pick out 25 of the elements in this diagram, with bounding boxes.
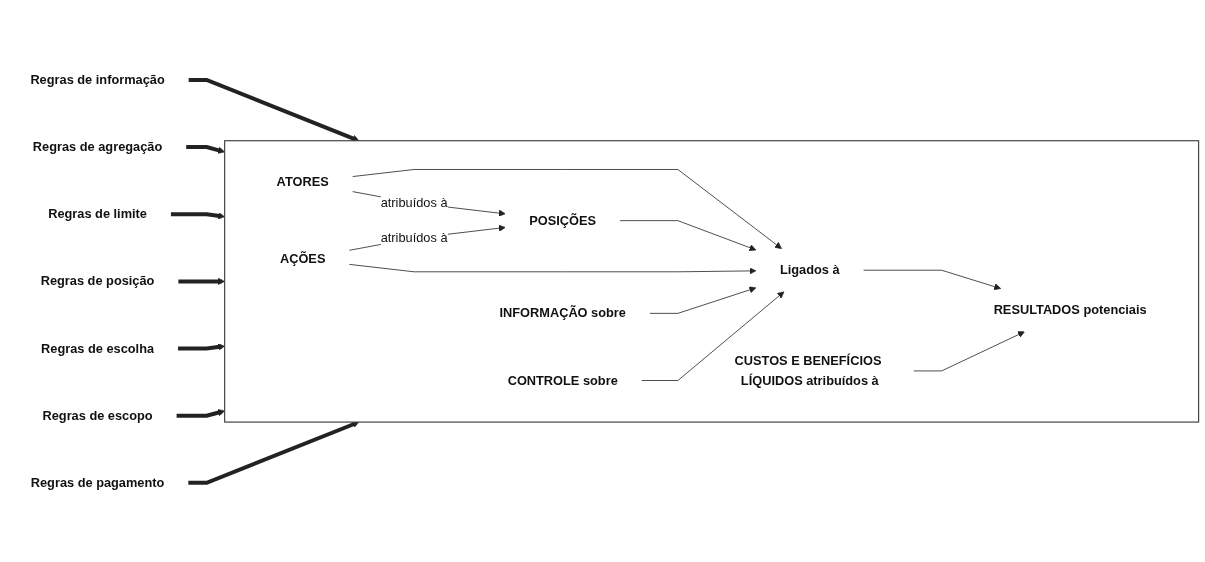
arrow bbox=[188, 77, 360, 142]
node-text: INFORMAÇÃO sobre bbox=[499, 305, 626, 320]
arrow bbox=[186, 144, 225, 154]
node-text: Ligados à bbox=[779, 262, 840, 277]
node-text: Regras de escolha bbox=[41, 340, 155, 355]
node-text: AÇÕES bbox=[279, 251, 326, 266]
node-text: Regras de agregação bbox=[32, 139, 163, 154]
arrow bbox=[178, 343, 225, 351]
edge-label: atribuídos à bbox=[380, 195, 448, 210]
node-text: CUSTOS E BENEFÍCIOS LÍQUIDOS atribuídos à bbox=[734, 353, 882, 387]
node-text: RESULTADOS potenciais bbox=[993, 302, 1147, 317]
node-text: Regras de limite bbox=[48, 206, 147, 221]
arrow bbox=[178, 277, 225, 285]
arrow bbox=[170, 211, 225, 219]
cluster bbox=[224, 139, 1200, 423]
node-text: ATORES bbox=[276, 174, 329, 189]
arrow bbox=[188, 420, 360, 485]
node-text: Regras de informação bbox=[30, 72, 165, 86]
node-text: Regras de posição bbox=[40, 273, 155, 288]
edge-label: atribuídos à bbox=[380, 230, 448, 245]
node-text: Regras de pagamento bbox=[30, 475, 165, 489]
arrow bbox=[176, 408, 225, 418]
node-text: CONTROLE sobre bbox=[507, 372, 618, 387]
node-text: Regras de escopo bbox=[42, 408, 153, 422]
node-text: POSIÇÕES bbox=[529, 213, 597, 227]
